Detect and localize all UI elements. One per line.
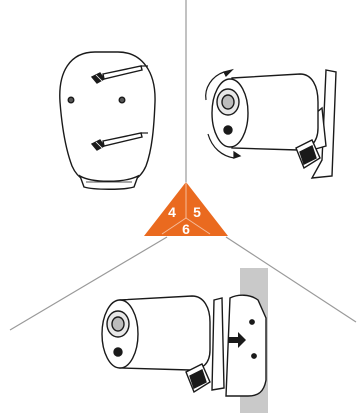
step-label-6: 6 bbox=[182, 221, 190, 237]
mount-hole bbox=[251, 353, 257, 359]
panel-step-6-attach-camera bbox=[101, 268, 268, 413]
mount-hole-left bbox=[67, 96, 75, 104]
panel-step-5-rotate-camera bbox=[205, 68, 337, 179]
camera-sensor bbox=[223, 125, 233, 135]
camera-lens bbox=[221, 94, 235, 110]
screwdriver-icon bbox=[102, 65, 148, 80]
step-label-5: 5 bbox=[193, 204, 201, 220]
panel-step-4-mount-plate bbox=[59, 51, 156, 190]
camera-sensor bbox=[113, 347, 123, 357]
step-label-4: 4 bbox=[168, 204, 176, 220]
mount-hole-right bbox=[118, 96, 126, 104]
camera-lens bbox=[111, 316, 125, 332]
section-dividers bbox=[9, 0, 357, 331]
divider-right bbox=[225, 236, 357, 323]
rotate-arrows-icon bbox=[205, 68, 242, 159]
swivel-knob bbox=[295, 139, 321, 170]
mount-plate bbox=[59, 51, 156, 187]
bracket-arm bbox=[211, 297, 225, 391]
step-number-badge: 4 5 6 bbox=[144, 182, 228, 237]
mount-plate-base bbox=[78, 174, 140, 190]
wall-mount-plate bbox=[225, 294, 267, 397]
divider-left bbox=[9, 236, 168, 331]
arrow-right-icon bbox=[228, 332, 246, 348]
swivel-knob bbox=[185, 363, 211, 394]
mount-hole bbox=[249, 319, 255, 325]
screwdriver-icon bbox=[102, 132, 148, 147]
